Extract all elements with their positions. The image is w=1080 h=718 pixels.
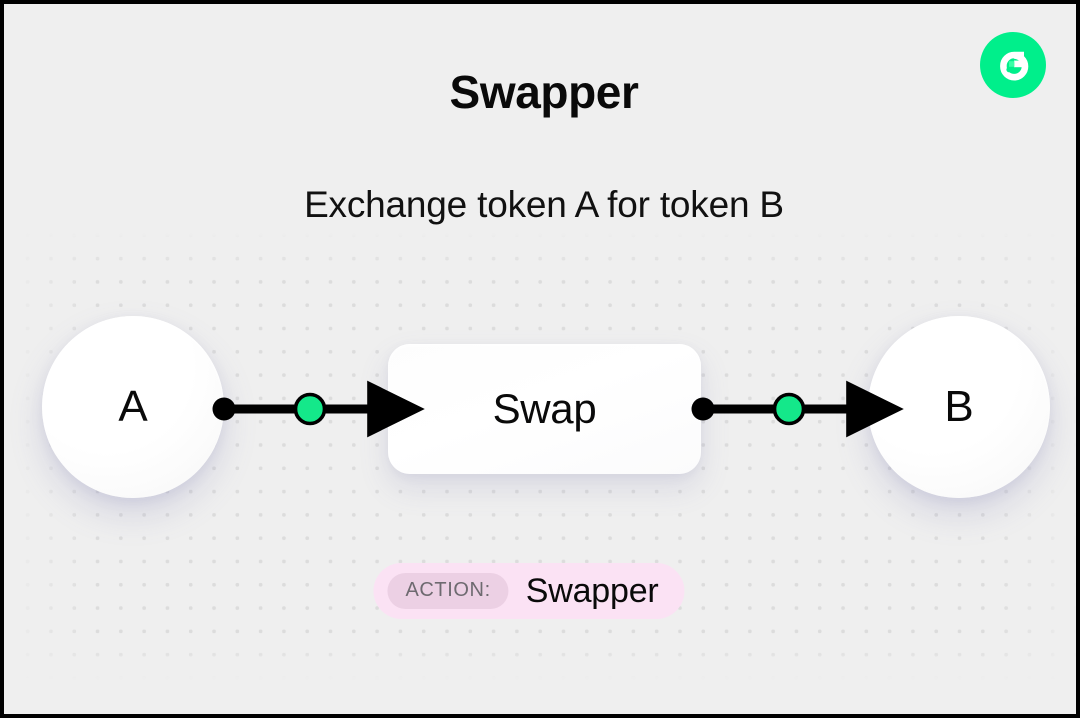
node-token-b[interactable]: B — [868, 316, 1050, 498]
action-badge-value: Swapper — [525, 572, 659, 610]
edge-a-swap-marker — [293, 392, 327, 426]
node-swap-box-label: Swap — [492, 385, 597, 432]
page-title: Swapper — [449, 66, 639, 118]
action-badge: ACTION: Swapper — [373, 563, 685, 619]
page-subtitle: Exchange token A for token B — [304, 184, 784, 225]
node-token-a-label: A — [118, 382, 148, 431]
edge-a-swap — [212, 380, 425, 438]
node-swap-box[interactable]: Swap — [388, 344, 701, 474]
edge-swap-b-marker — [772, 392, 806, 426]
flow-logo-icon — [980, 32, 1046, 98]
action-badge-key: ACTION: — [387, 573, 509, 609]
node-token-a[interactable]: A — [42, 316, 224, 498]
node-token-b-label: B — [944, 382, 974, 431]
edge-swap-b — [691, 380, 904, 438]
